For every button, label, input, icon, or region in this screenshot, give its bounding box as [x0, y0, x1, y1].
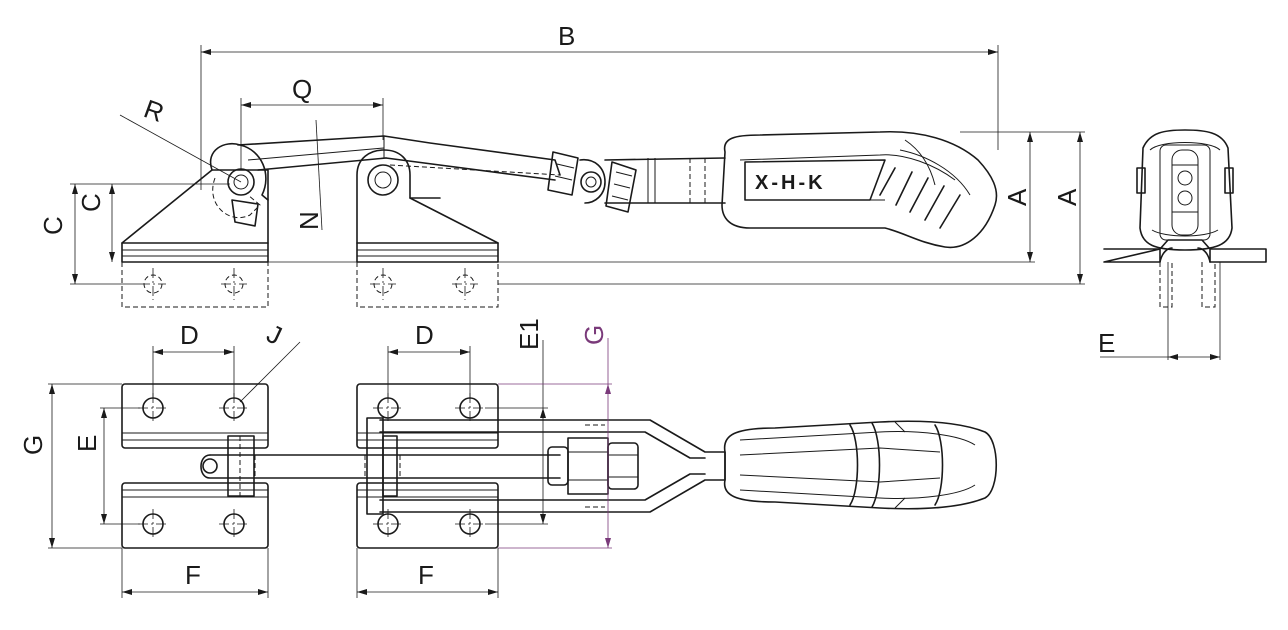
label-G-right: G — [579, 325, 609, 345]
top-view: D D J G E — [18, 318, 998, 598]
left-base-top — [121, 383, 269, 549]
latch-bolt-front — [547, 151, 637, 213]
dim-E-left: E — [72, 407, 140, 525]
adjust-nut-top — [547, 424, 639, 508]
label-E-side: E — [1098, 328, 1115, 358]
label-C-outer: C — [38, 216, 68, 235]
dim-G-right: G — [498, 325, 612, 549]
label-F-left: F — [185, 560, 201, 590]
dim-F-left: F — [121, 548, 269, 598]
dim-D-left: D — [152, 320, 235, 398]
label-A-inner: A — [1002, 188, 1032, 206]
label-D-left: D — [180, 320, 199, 350]
dim-D-center: D — [387, 320, 471, 398]
dim-B: B — [200, 21, 999, 190]
label-Q: Q — [292, 74, 312, 104]
dim-Q: Q — [240, 74, 384, 170]
label-N: N — [294, 211, 324, 230]
label-F-center: F — [418, 560, 434, 590]
dim-F-center: F — [356, 548, 499, 598]
center-base-front — [356, 149, 499, 308]
label-R: R — [140, 93, 168, 128]
dim-R: R — [119, 93, 242, 183]
label-A-outer: A — [1052, 188, 1082, 206]
latch-rod — [200, 454, 561, 479]
label-E1: E1 — [514, 318, 544, 350]
dim-A: A A — [268, 131, 1085, 285]
label-B: B — [558, 21, 575, 51]
handle-front: X-H-K — [721, 130, 998, 249]
dim-J: J — [239, 318, 301, 403]
dim-N: N — [294, 119, 324, 231]
label-J: J — [262, 318, 286, 351]
left-base-front — [121, 143, 269, 308]
upper-link — [237, 135, 561, 176]
dim-E1: E1 — [485, 318, 548, 525]
handle-top — [723, 420, 998, 510]
label-D-center: D — [415, 320, 434, 350]
side-view: E — [1098, 129, 1267, 360]
dim-C: C C — [38, 183, 230, 285]
front-view: X-H-K B Q R N — [38, 21, 1085, 308]
center-base-top — [356, 383, 499, 549]
handle-logo: X-H-K — [755, 172, 826, 194]
dim-G-left: G — [18, 383, 122, 549]
label-C-inner: C — [76, 193, 106, 212]
pivot-center — [367, 164, 399, 196]
label-E-left: E — [72, 435, 102, 452]
label-G-left: G — [18, 435, 48, 455]
